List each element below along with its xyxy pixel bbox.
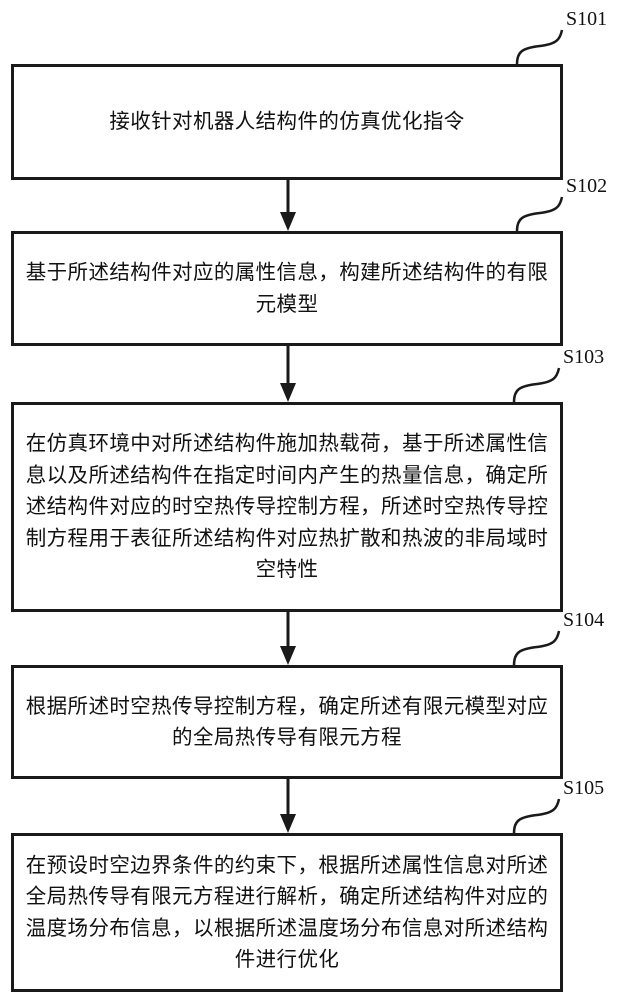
step-text-s102: 基于所述结构件对应的属性信息，构建所述结构件的有限元模型 xyxy=(25,260,549,316)
arrow-s104-s105 xyxy=(280,778,296,833)
step-label-s105: S105 xyxy=(563,777,605,799)
step-text-s101: 接收针对机器人结构件的仿真优化指令 xyxy=(109,109,465,134)
step-box-s105: 在预设时空边界条件的约束下，根据所述属性信息对所述全局热传导有限元方程进行解析，… xyxy=(11,833,563,992)
arrow-s103-s104 xyxy=(280,611,296,665)
arrow-s101-s102 xyxy=(280,179,296,231)
step-text-s104: 根据所述时空热传导控制方程，确定所述有限元模型对应的全局热传导有限元方程 xyxy=(25,693,549,750)
step-text-s105: 在预设时空边界条件的约束下，根据所述属性信息对所述全局热传导有限元方程进行解析，… xyxy=(25,852,549,972)
leader-line-s103 xyxy=(512,367,561,403)
step-box-s103: 在仿真环境中对所述结构件施加热载荷，基于所述属性信息以及所述结构件在指定时间内产… xyxy=(11,402,563,612)
step-text-s103: 在仿真环境中对所述结构件施加热载荷，基于所述属性信息以及所述结构件在指定时间内产… xyxy=(25,431,549,582)
leader-line-s105 xyxy=(512,798,561,834)
step-box-s104: 根据所述时空热传导控制方程，确定所述有限元模型对应的全局热传导有限元方程 xyxy=(11,665,563,779)
leader-line-s101 xyxy=(515,29,564,65)
leader-line-s102 xyxy=(515,196,564,232)
leader-line-s104 xyxy=(512,630,561,666)
step-box-s102: 基于所述结构件对应的属性信息，构建所述结构件的有限元模型 xyxy=(11,231,563,346)
step-box-s101: 接收针对机器人结构件的仿真优化指令 xyxy=(11,64,563,180)
step-label-s102: S102 xyxy=(566,175,608,197)
step-label-s101: S101 xyxy=(566,8,608,30)
step-label-s104: S104 xyxy=(563,609,605,631)
step-label-s103: S103 xyxy=(563,346,605,368)
arrow-s102-s103 xyxy=(280,345,296,402)
